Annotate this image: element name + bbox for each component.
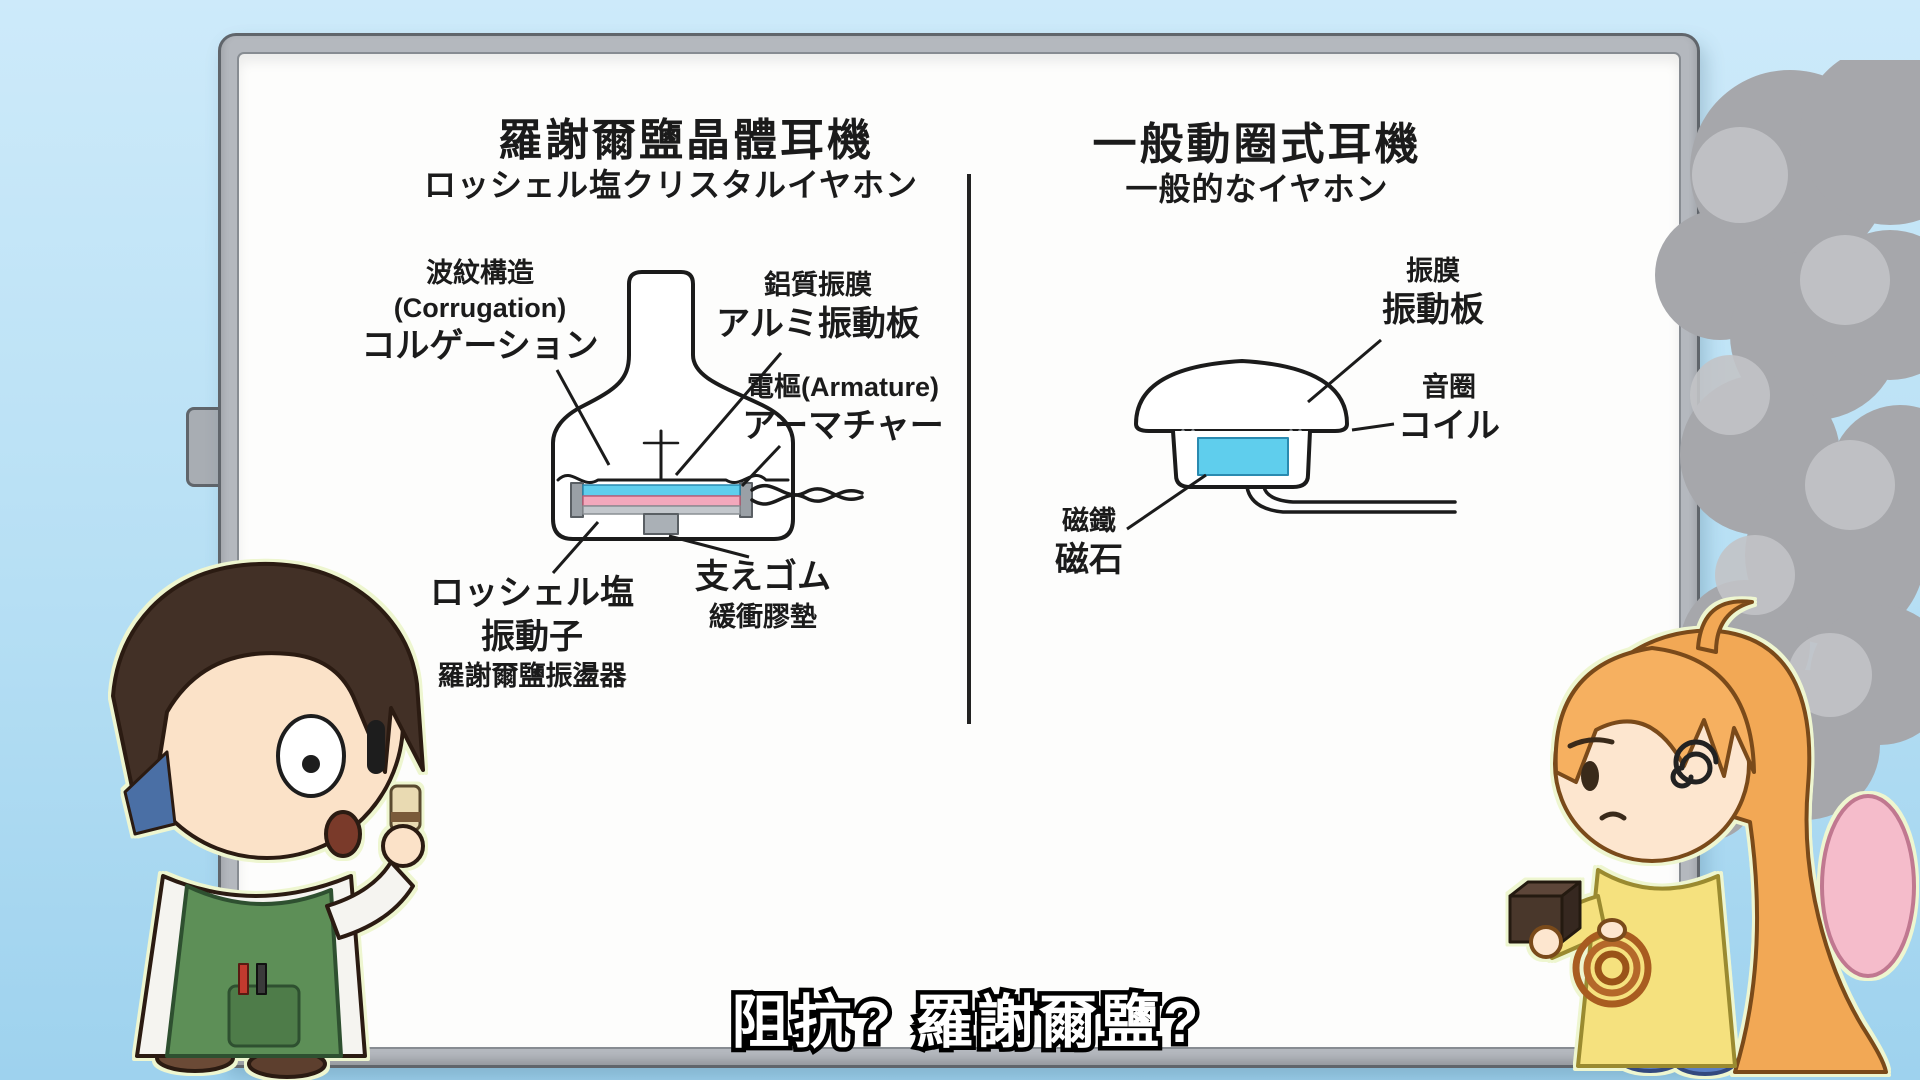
girl-mouth (1599, 811, 1627, 821)
boy-pupil (302, 755, 320, 773)
girl-hand-right (1597, 918, 1627, 942)
subtitle-text: 阻抗? 羅謝爾鹽? (727, 986, 1203, 1060)
girl-character (1508, 599, 1916, 1076)
rochelle-element-label: ロッシェル塩 振動子 羅謝爾鹽振盪器 (430, 572, 634, 694)
whiteboard (218, 33, 1700, 1068)
boy-hand (381, 824, 425, 868)
magnet-label-zh: 磁鐵 (1062, 506, 1116, 536)
wire-coil-inner (1594, 950, 1630, 986)
armature-label-ja: アーマチャー (742, 406, 944, 445)
damper-label: 支えゴム 緩衝膠墊 (695, 556, 831, 634)
wire-coil-middle (1583, 939, 1641, 997)
rochelle-element-label-ja2: 振動子 (481, 617, 583, 656)
aluminum-diaphragm-label: 鋁質振膜 アルミ振動板 (716, 268, 920, 346)
corrugation-label: 波紋構造 (Corrugation) コルゲーション (361, 256, 598, 369)
girl-dizzy-spiral (1670, 739, 1719, 789)
aluminum-diaphragm-label-ja: アルミ振動板 (716, 304, 920, 343)
magnet-label: 磁鐵 磁石 (1055, 504, 1123, 582)
rochelle-element-label-zh: 羅謝爾鹽振盪器 (437, 661, 627, 692)
boy-character (111, 561, 425, 1079)
corrugation-label-zh: 波紋構造 (425, 258, 534, 288)
damper-label-zh: 緩衝膠墊 (709, 601, 817, 632)
girl-ahoge (1696, 599, 1754, 654)
diaphragm-label-ja: 振動板 (1382, 290, 1484, 329)
boy-arm (325, 860, 415, 940)
boy-pen-red (238, 963, 249, 995)
girl-hand-left (1529, 925, 1563, 959)
diaphragm-label: 振膜 振動板 (1382, 254, 1484, 332)
aluminum-diaphragm-label-zh: 鋁質振膜 (763, 270, 872, 300)
damper-label-ja: 支えゴム (695, 558, 831, 596)
girl-pink-bag (1820, 794, 1916, 978)
whiteboard-surface (237, 52, 1681, 1049)
boy-mouth (324, 810, 362, 858)
girl-eyebrow (1567, 737, 1615, 749)
boy-hair-blue-patch (123, 750, 177, 836)
crystal-earpiece-band (391, 812, 420, 822)
left-panel-title-ja: ロッシェル塩クリスタルイヤホン (423, 167, 919, 203)
coil-label: 音圈 コイル (1398, 370, 1500, 448)
girl-eye (1581, 761, 1599, 791)
coil-label-ja: コイル (1398, 406, 1500, 445)
corrugation-label-ja: コルゲーション (361, 327, 599, 366)
boy-hair (111, 561, 425, 802)
magnet-box-prop-side (1560, 880, 1582, 944)
magnet-label-ja: 磁石 (1055, 540, 1123, 579)
smoke-cloud (1655, 60, 1920, 840)
corrugation-label-en: (Corrugation) (393, 292, 567, 323)
girl-bangs (1553, 646, 1756, 784)
boy-pen-black (256, 963, 267, 995)
armature-label: 電樞(Armature) アーマチャー (742, 370, 944, 448)
girl-coat (1576, 868, 1737, 1068)
diaphragm-label-zh: 振膜 (1406, 256, 1460, 286)
right-panel-title-ja: 一般的なイヤホン (1125, 171, 1389, 207)
rochelle-element-label-ja1: ロッシェル塩 (430, 574, 634, 612)
armature-label-zh: 電樞(Armature) (746, 372, 940, 402)
left-panel-title-zh: 羅謝爾鹽晶體耳機 (498, 116, 874, 165)
crystal-earpiece-prop (389, 784, 422, 832)
coil-label-zh: 音圈 (1422, 372, 1476, 402)
right-panel-title-zh: 一般動圈式耳機 (1092, 120, 1422, 169)
boy-squint-eye (367, 720, 385, 774)
